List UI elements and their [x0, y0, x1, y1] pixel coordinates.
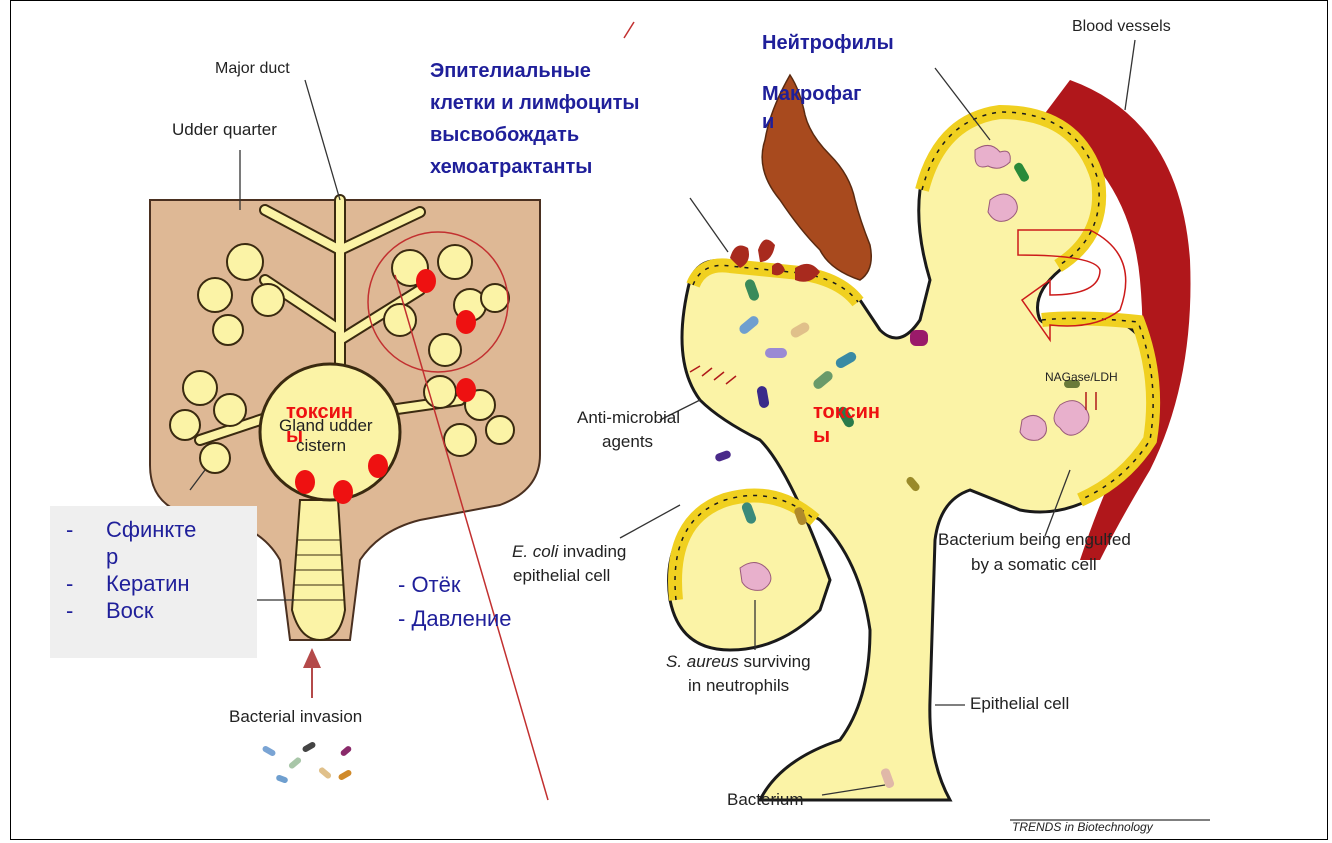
- toxins-left: токсин ы: [286, 400, 353, 448]
- macrophage-label: Макрофаг и: [762, 80, 861, 136]
- defense-item-sphincter-cont: р: [66, 543, 257, 570]
- top-tick-line: [624, 22, 634, 38]
- label-blood-vessels: Blood vessels: [1072, 18, 1171, 36]
- bullet-dash: -: [66, 597, 73, 624]
- label-antimicrobial-1: Anti-microbial: [577, 408, 680, 428]
- label-saureus: S. aureus surviving: [666, 652, 811, 672]
- label-engulfed-2: by a somatic cell: [971, 555, 1097, 575]
- chemo-line-1: Эпителиальные: [430, 55, 640, 87]
- label-ecoli-2: epithelial cell: [513, 566, 610, 586]
- invading-bacteria: [261, 741, 352, 784]
- toxins-right: токсин ы: [813, 400, 880, 448]
- bullet-dash: -: [66, 516, 73, 543]
- label-epithelial-cell: Epithelial cell: [970, 694, 1069, 714]
- label-major-duct: Major duct: [215, 60, 290, 78]
- macrophage-line-1: Макрофаг: [762, 80, 861, 108]
- toxins-left-line-2: ы: [286, 424, 353, 448]
- chemo-line-4: хемоатрактанты: [430, 151, 640, 183]
- defense-item-sphincter: - Сфинкте: [66, 516, 257, 543]
- toxins-right-line-2: ы: [813, 424, 880, 448]
- toxins-right-line-1: токсин: [813, 400, 880, 424]
- defense-item-text: Кератин: [106, 571, 190, 596]
- chemo-line-2: клетки и лимфоциты: [430, 87, 640, 119]
- defense-item-wax: - Воск: [66, 597, 257, 624]
- label-engulfed-1: Bacterium being engulfed: [938, 530, 1131, 550]
- edema-label: - Отёк: [398, 572, 461, 598]
- defense-item-keratin: - Кератин: [66, 570, 257, 597]
- macrophage-line-2: и: [762, 108, 861, 136]
- defense-factors-box: - Сфинкте р - Кератин - Воск: [50, 506, 257, 658]
- defense-item-text: Воск: [106, 598, 154, 623]
- toxins-left-line-1: токсин: [286, 400, 353, 424]
- alveolus-illustration: [620, 40, 1210, 820]
- defense-item-text: р: [106, 544, 118, 569]
- label-udder-quarter: Udder quarter: [172, 120, 277, 140]
- chemoattractant-note: Эпителиальные клетки и лимфоциты высвобо…: [430, 55, 640, 183]
- bacterial-invasion-arrow: [303, 648, 321, 698]
- label-saureus-rest: surviving: [739, 652, 811, 671]
- credit: TRENDS in Biotechnology: [1012, 820, 1153, 834]
- label-bacterium: Bacterium: [727, 790, 804, 810]
- defense-item-text: Сфинкте: [106, 517, 196, 542]
- alveolar-lumen: [669, 110, 1157, 800]
- defense-factors-list: - Сфинкте р - Кератин - Воск: [50, 506, 257, 624]
- label-ecoli-rest: invading: [558, 542, 626, 561]
- chemo-line-3: высвобождать: [430, 119, 640, 151]
- bullet-dash: -: [66, 570, 73, 597]
- label-nagase: NAGase/LDH: [1045, 370, 1118, 384]
- pressure-label: - Давление: [398, 606, 512, 632]
- label-ecoli-species: E. coli: [512, 542, 558, 561]
- label-antimicrobial-2: agents: [602, 432, 653, 452]
- neutrophils-label: Нейтрофилы: [762, 32, 894, 55]
- label-saureus-2: in neutrophils: [688, 676, 789, 696]
- label-ecoli: E. coli invading: [512, 542, 626, 562]
- label-saureus-species: S. aureus: [666, 652, 739, 671]
- label-bacterial-invasion: Bacterial invasion: [229, 707, 362, 727]
